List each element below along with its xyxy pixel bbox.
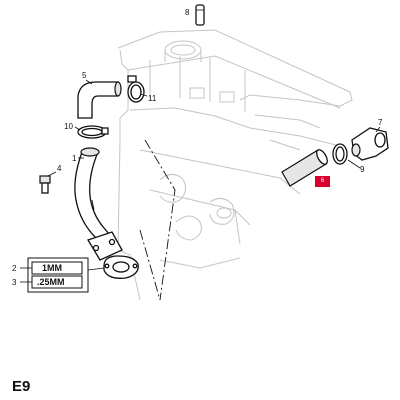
thermostat-housing-part — [351, 127, 389, 161]
callout-8: 8 — [185, 8, 190, 17]
callout-9: 9 — [360, 165, 365, 174]
engine-block-outline — [117, 29, 353, 301]
callout-7: 7 — [378, 118, 383, 127]
callout-11: 11 — [148, 94, 157, 103]
callout-1: 1 — [72, 154, 77, 163]
bolt-part — [39, 175, 51, 194]
gasket-part — [103, 255, 139, 279]
page-code: E9 — [12, 378, 31, 395]
leader-lines — [47, 79, 381, 271]
long-hose-part — [281, 149, 328, 187]
elbow-hose-part — [77, 81, 122, 119]
callout-4: 4 — [57, 164, 62, 173]
hose-clamp-lower — [77, 125, 109, 139]
callout-labels: 1 4 5 7 8 9 10 11 2 3 — [12, 8, 383, 287]
callout-10: 10 — [64, 122, 73, 131]
callout-2: 2 — [12, 264, 17, 273]
hose-clamp-right — [332, 143, 348, 165]
callout-5: 5 — [82, 71, 87, 80]
callout-6-highlight[interactable]: 6 — [315, 176, 330, 187]
coolant-pipe-part — [74, 147, 123, 261]
hose-clamp-upper — [127, 75, 145, 103]
gasket-thickness-025mm: .25MM — [37, 277, 65, 287]
assembly-guide-lines — [91, 139, 176, 301]
gasket-spec-box: 1MM .25MM — [20, 257, 89, 293]
callout-3: 3 — [12, 278, 17, 287]
pin-part — [195, 4, 205, 26]
gasket-thickness-1mm: 1MM — [42, 263, 62, 273]
